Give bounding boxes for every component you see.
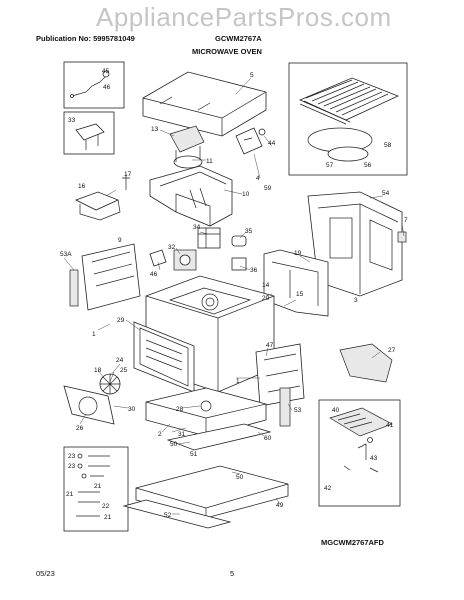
callout-26: 26 — [76, 425, 84, 432]
callout-58: 58 — [384, 142, 392, 149]
oven-rack-grill — [298, 77, 400, 125]
callout-3: 3 — [354, 297, 358, 304]
footer-date: 05/23 — [36, 569, 55, 578]
watermark-logo: AppliancePartsPros.com — [96, 2, 392, 32]
callout-50b: 50 — [236, 474, 244, 481]
callout-49: 49 — [276, 502, 284, 509]
callout-10: 10 — [242, 191, 250, 198]
callout-43: 43 — [370, 455, 378, 462]
control-board — [329, 407, 393, 473]
door-switch-bracket — [235, 127, 263, 155]
callout-42: 42 — [324, 485, 332, 492]
diagram-code: MGCWM2767AFD — [321, 538, 384, 547]
callout-46b: 46 — [150, 271, 158, 278]
hardware-screws — [76, 453, 110, 517]
callout-30: 30 — [128, 406, 136, 413]
callout-44: 44 — [268, 140, 276, 147]
callout-56: 56 — [364, 162, 372, 169]
callout-47: 47 — [266, 342, 274, 349]
callout-22: 22 — [102, 503, 110, 510]
callout-21b: 21 — [66, 491, 74, 498]
callout-31: 31 — [178, 431, 186, 438]
fastener-44 — [258, 128, 266, 136]
callout-11: 11 — [206, 158, 213, 165]
callout-2: 2 — [158, 431, 162, 438]
callout-54: 54 — [382, 190, 390, 197]
callout-57: 57 — [326, 162, 334, 169]
callout-25: 25 — [120, 367, 128, 374]
callout-51: 51 — [190, 451, 198, 458]
callout-21: 21 — [94, 483, 102, 490]
callout-17: 17 — [124, 171, 132, 178]
callout-24: 24 — [116, 357, 124, 364]
fan-motor-assembly — [169, 125, 205, 169]
callout-53A: 53A — [60, 251, 72, 258]
callout-32: 32 — [168, 244, 176, 251]
fuse-46 — [149, 249, 167, 267]
callout-34: 34 — [193, 224, 201, 231]
callout-50: 50 — [170, 441, 178, 448]
callout-7: 7 — [404, 217, 408, 224]
callout-41: 41 — [386, 422, 394, 429]
screw-17 — [122, 174, 130, 190]
callout-1b: 1 — [236, 378, 240, 385]
publication-number: Publication No: 5995781049 — [36, 34, 135, 43]
callout-4: 4 — [256, 175, 260, 182]
callout-23b: 23 — [68, 463, 76, 470]
mounting-bracket-16 — [74, 191, 121, 221]
callout-19: 19 — [294, 250, 302, 257]
fan-blade — [99, 373, 121, 395]
base-plate — [145, 387, 267, 437]
callout-33: 33 — [68, 117, 76, 124]
turntable-ring — [307, 127, 373, 162]
air-duct — [149, 165, 233, 227]
callout-13: 13 — [151, 126, 159, 133]
page-number: 5 — [230, 569, 235, 578]
callout-labels: 5 45 46 33 13 11 44 4 10 59 58 57 56 54 … — [60, 68, 408, 521]
callout-35: 35 — [245, 228, 253, 235]
callout-23: 23 — [68, 453, 76, 460]
diode-36 — [231, 257, 247, 271]
callout-28: 28 — [176, 406, 184, 413]
transformer-34 — [197, 227, 221, 249]
callout-45: 45 — [102, 68, 110, 75]
model-number: GCWM2767A — [215, 34, 262, 43]
callout-14: 14 — [262, 282, 270, 289]
callout-60: 60 — [264, 435, 272, 442]
callout-21c: 21 — [104, 514, 112, 521]
capacitor-35 — [231, 235, 247, 247]
callout-18: 18 — [94, 367, 102, 374]
control-panel-bracket — [263, 249, 329, 317]
blower-housing — [63, 385, 115, 425]
outer-wrapper-top — [142, 71, 267, 137]
callout-53: 53 — [294, 407, 302, 414]
section-title: MICROWAVE OVEN — [192, 47, 262, 56]
callout-46: 46 — [103, 84, 111, 91]
door-frame-seal — [133, 321, 195, 393]
callout-59: 59 — [264, 185, 272, 192]
waveguide-53 — [279, 387, 291, 427]
callout-36: 36 — [250, 267, 258, 274]
callout-20: 20 — [262, 295, 270, 302]
leader-lines — [63, 77, 405, 515]
cover-pad-27 — [339, 343, 393, 383]
magnetron-32 — [173, 249, 197, 271]
callout-52: 52 — [164, 512, 172, 519]
side-cabinet-panel — [307, 191, 407, 297]
left-side-panel — [69, 243, 141, 311]
callout-9: 9 — [118, 237, 122, 244]
callout-16: 16 — [78, 183, 86, 190]
callout-5: 5 — [250, 72, 254, 79]
wire-connector-part — [70, 70, 110, 98]
bottom-grille — [166, 423, 272, 451]
callout-15: 15 — [296, 291, 304, 298]
inset-box-hardware — [63, 446, 129, 532]
callout-29: 29 — [117, 317, 125, 324]
callout-1: 1 — [92, 331, 96, 338]
callout-27: 27 — [388, 347, 396, 354]
callout-40: 40 — [332, 407, 340, 414]
bottom-plate — [135, 465, 289, 519]
bracket-33-part — [75, 123, 105, 150]
